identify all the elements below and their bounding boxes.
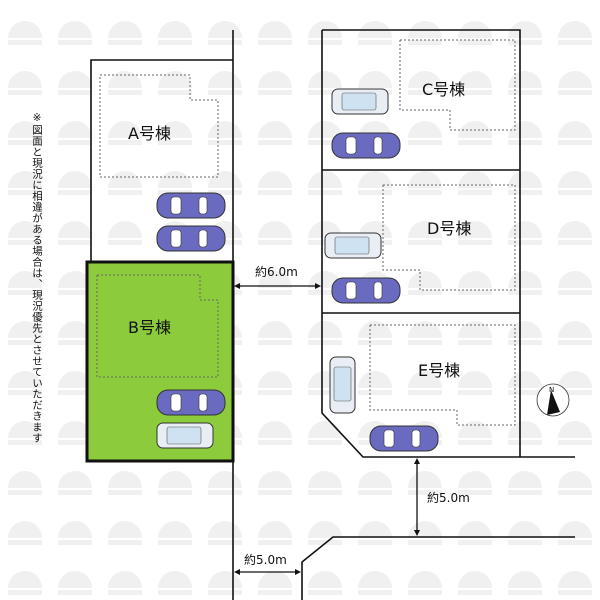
lot-label-d: D号棟 <box>427 219 471 238</box>
dimension-south-road: 約5.0m <box>427 490 470 505</box>
car-icon <box>156 192 226 219</box>
car-icon <box>331 88 389 115</box>
lot-label-b: B号棟 <box>128 318 171 337</box>
car-icon <box>331 132 401 159</box>
car-icon <box>331 277 401 304</box>
car-icon <box>156 389 226 416</box>
car-icon <box>324 232 382 259</box>
lot-label-c: C号棟 <box>422 80 465 99</box>
dimension-private-road: 約6.0m <box>255 264 298 279</box>
disclaimer-note: ※図面と現況に相違がある場合は、現況優先とさせていただきます <box>31 112 43 444</box>
dimension-arrows <box>234 283 420 575</box>
north-compass-icon: N <box>536 383 570 417</box>
car-icon <box>329 356 356 414</box>
car-icon <box>369 425 439 452</box>
car-icon <box>156 225 226 252</box>
building-footprints <box>96 39 516 426</box>
car-icon <box>156 422 214 449</box>
lot-label-e: E号棟 <box>418 361 460 380</box>
lot-label-a: A号棟 <box>128 124 171 143</box>
dimension-west-road: 約5.0m <box>244 552 287 567</box>
svg-text:N: N <box>549 386 554 394</box>
boundary-lines <box>90 29 575 600</box>
